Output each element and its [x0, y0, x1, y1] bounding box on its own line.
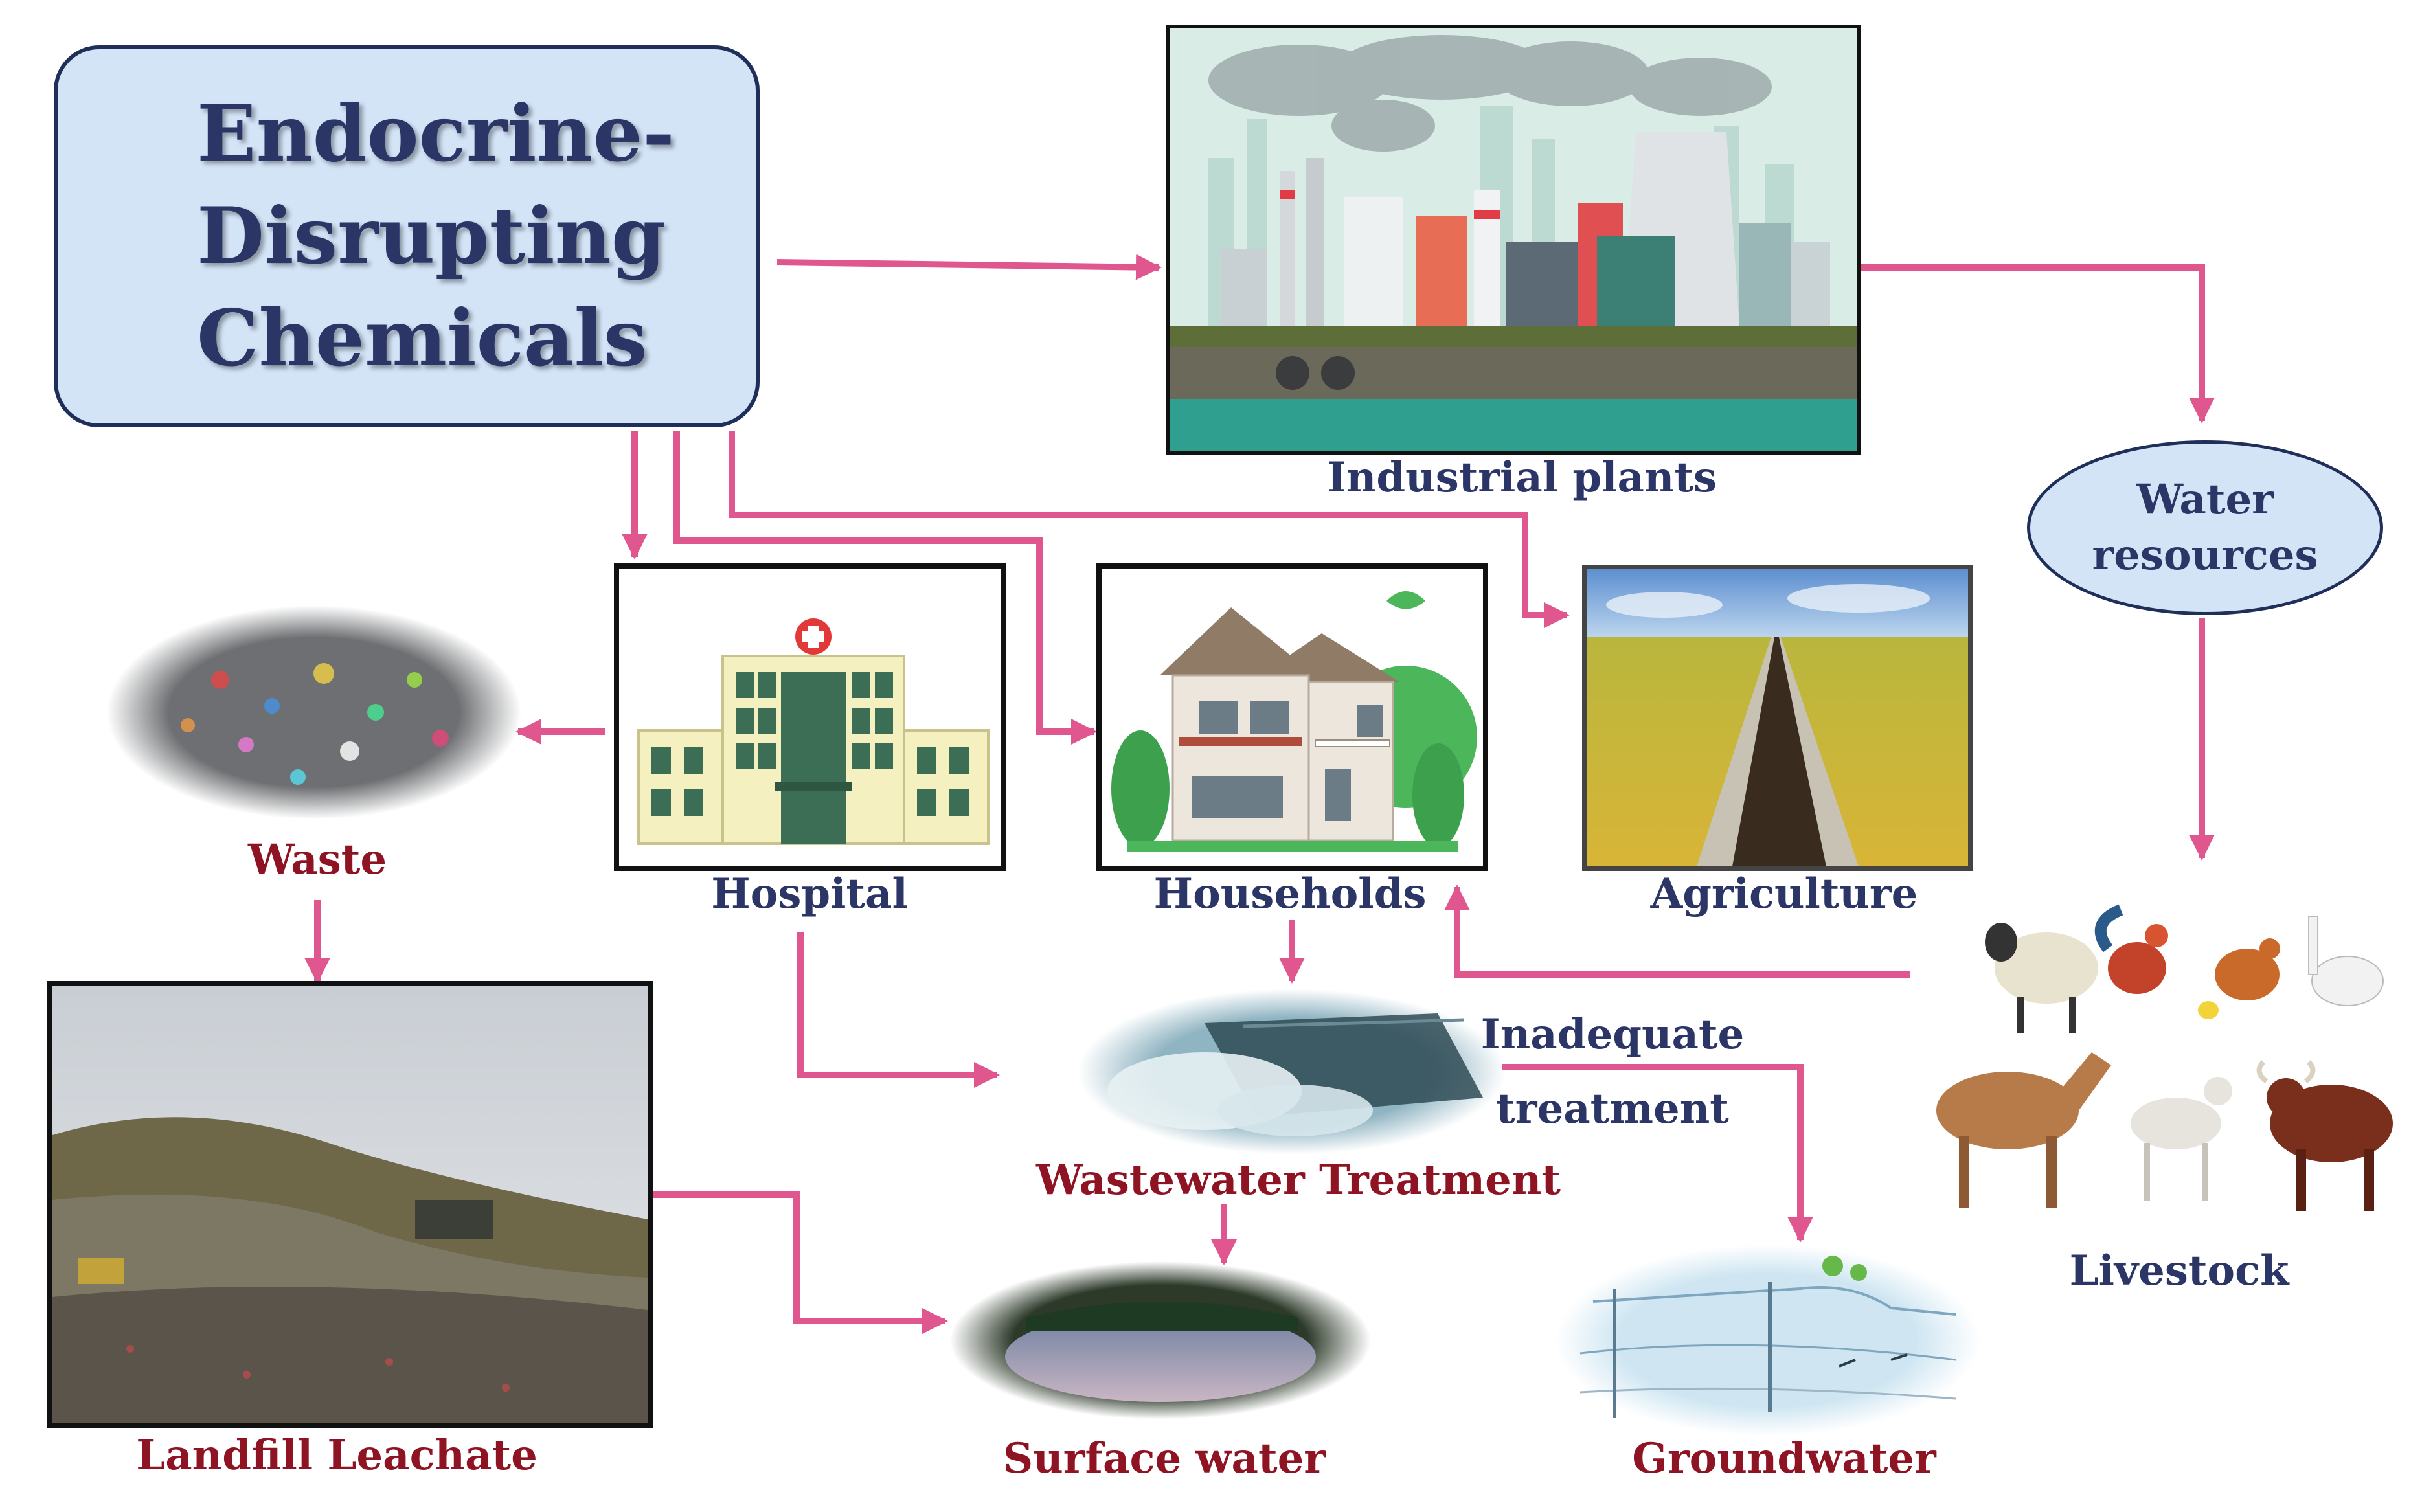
label-surface-water: Surface water — [1003, 1434, 1326, 1483]
edc-title-box: Endocrine- Disrupting Chemicals — [54, 45, 760, 427]
garbage-pile-icon — [107, 605, 521, 819]
label-households: Households — [1153, 870, 1427, 918]
wastewater-image — [1075, 987, 1509, 1156]
arrow-industrial-to-water — [1861, 264, 2215, 423]
arrow-edc-to-agriculture — [729, 431, 1570, 628]
hospital-image — [614, 563, 1006, 871]
surface-water-image — [949, 1259, 1373, 1421]
label-waste: Waste — [247, 835, 387, 884]
arrow-landfill-to-surface — [650, 1191, 948, 1334]
arrow-livestock-to-households — [1444, 885, 1910, 978]
arrow-inadequate-to-groundwater — [1502, 1064, 1813, 1243]
label-industrial-plants: Industrial plants — [1326, 453, 1717, 502]
households-image — [1096, 563, 1488, 871]
factory-icon — [1170, 28, 1857, 451]
label-livestock: Livestock — [2069, 1247, 2289, 1295]
aquifer-icon — [1556, 1245, 1980, 1436]
water-resources-node: Water resources — [2027, 440, 2383, 615]
livestock-image — [1917, 890, 2433, 1253]
label-landfill-leachate: Landfill Leachate — [136, 1431, 538, 1480]
label-treatment: treatment — [1496, 1085, 1729, 1133]
landfill-image — [47, 981, 653, 1428]
title-line-3: Chemicals — [197, 293, 648, 384]
title-line-2: Disrupting — [197, 190, 666, 282]
label-wastewater-treatment: Wastewater Treatment — [1036, 1156, 1561, 1204]
lake-icon — [950, 1261, 1371, 1419]
water-resources-line-2: resources — [2092, 531, 2318, 580]
label-hospital: Hospital — [711, 870, 908, 918]
label-agriculture: Agriculture — [1650, 870, 1918, 918]
label-groundwater: Groundwater — [1632, 1434, 1936, 1483]
arrow-edc-to-households — [673, 431, 1097, 745]
agriculture-image — [1582, 565, 1973, 871]
label-inadequate: Inadequate — [1480, 1010, 1745, 1059]
treatment-tank-icon — [1078, 989, 1506, 1155]
house-icon — [1102, 569, 1483, 866]
arrow-edc-to-industrial — [776, 254, 1162, 280]
animals-icon — [1917, 890, 2433, 1253]
title-line-1: Endocrine- — [197, 88, 675, 179]
groundwater-image — [1554, 1243, 1982, 1438]
waste-image — [104, 602, 525, 822]
industrial-plants-image — [1166, 25, 1861, 455]
arrow-hospital-to-wastewater — [797, 932, 1000, 1088]
water-resources-line-1: Water — [2136, 475, 2274, 524]
landfill-icon — [52, 986, 648, 1423]
hospital-icon — [619, 569, 1001, 866]
rice-field-icon — [1587, 569, 1968, 866]
